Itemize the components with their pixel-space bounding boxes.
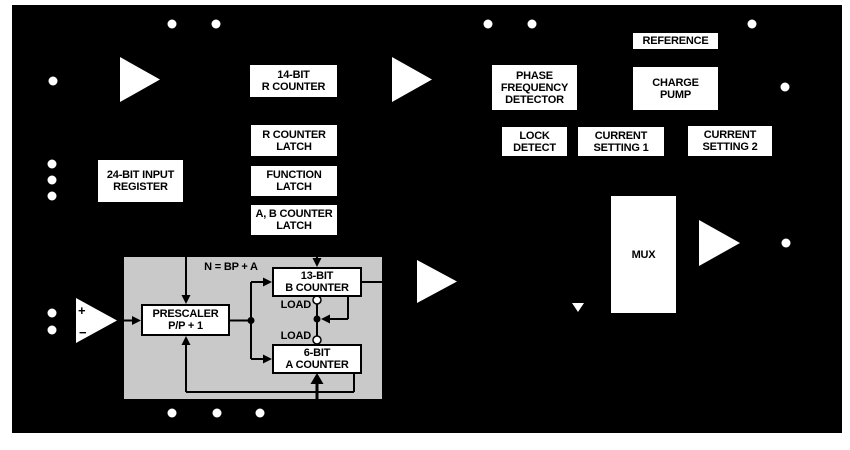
pin-dot (167, 19, 177, 29)
block-6bit-a-counter-label: 6-BIT A COUNTER (285, 347, 349, 371)
amplifier-plus-sign: + (78, 303, 86, 318)
pin-dots (47, 19, 791, 418)
block-13bit-b-counter: 13-BIT B COUNTER (272, 267, 362, 297)
wire-junction-dot (313, 315, 321, 323)
pin-dot (781, 238, 791, 248)
rf-input-amplifier-triangle (76, 298, 117, 343)
pin-dot (47, 308, 57, 318)
pin-dot (747, 19, 757, 29)
module-wires (117, 257, 382, 399)
block-reference-label: REFERENCE (642, 35, 709, 47)
pin-dot (255, 408, 265, 418)
pin-dot (212, 408, 222, 418)
block-current-setting-2: CURRENT SETTING 2 (688, 126, 772, 156)
module-arrowheads (132, 258, 330, 384)
block-mux: MUX (611, 196, 676, 313)
pin-dot (483, 19, 493, 29)
block-function-latch-label: FUNCTION LATCH (266, 169, 322, 193)
block-14bit-r-counter: 14-BIT R COUNTER (250, 65, 337, 97)
block-phase-frequency-detector: PHASE FREQUENCY DETECTOR (492, 65, 577, 110)
pin-dot (47, 191, 57, 201)
pin-dot (527, 19, 537, 29)
block-14bit-r-counter-label: 14-BIT R COUNTER (261, 69, 326, 93)
block-charge-pump: CHARGE PUMP (633, 67, 718, 110)
block-phase-frequency-detector-label: PHASE FREQUENCY DETECTOR (500, 69, 569, 106)
n-formula-label: N = BP + A (204, 261, 258, 273)
block-lock-detect: LOCK DETECT (502, 127, 567, 156)
block-function-latch: FUNCTION LATCH (251, 166, 337, 196)
pin-dot (47, 159, 57, 169)
block-prescaler: PRESCALER P/P + 1 (141, 304, 230, 336)
block-24bit-input-register-label: 24-BIT INPUT REGISTER (106, 169, 175, 193)
block-current-setting-1: CURRENT SETTING 1 (578, 127, 664, 156)
pin-dot (47, 325, 57, 335)
block-charge-pump-label: CHARGE PUMP (652, 76, 699, 101)
pin-dot (780, 82, 790, 92)
block-lock-detect-label: LOCK DETECT (513, 129, 556, 154)
block-prescaler-label: PRESCALER P/P + 1 (152, 308, 219, 332)
r-counter-output-buffer-triangle (392, 57, 432, 102)
pin-dot (167, 408, 177, 418)
load-terminal-circle (312, 335, 322, 345)
pin-dot (47, 175, 57, 185)
block-mux-label: MUX (631, 248, 656, 261)
pin-dot (48, 76, 58, 86)
wire-junction-dot (247, 317, 255, 324)
n-counter-output-buffer-triangle (417, 260, 457, 303)
load-terminal-circle (312, 295, 322, 305)
block-6bit-a-counter: 6-BIT A COUNTER (272, 344, 362, 374)
block-24bit-input-register: 24-BIT INPUT REGISTER (98, 160, 183, 202)
mux-input-arrowhead-icon (572, 303, 584, 312)
block-13bit-b-counter-label: 13-BIT B COUNTER (285, 270, 349, 294)
block-r-counter-latch-label: R COUNTER LATCH (262, 128, 326, 153)
amplifier-minus-sign: − (79, 325, 87, 340)
ref-input-buffer-triangle (120, 57, 160, 102)
block-current-setting-1-label: CURRENT SETTING 1 (593, 129, 649, 154)
pin-dot (211, 19, 221, 29)
muxout-buffer-triangle (699, 220, 740, 266)
block-ab-counter-latch-label: A, B COUNTER LATCH (255, 208, 333, 232)
load-label-bottom: LOAD (280, 330, 312, 342)
block-r-counter-latch: R COUNTER LATCH (251, 125, 337, 156)
block-reference: REFERENCE (633, 33, 718, 49)
load-label-top: LOAD (280, 299, 312, 311)
block-current-setting-2-label: CURRENT SETTING 2 (702, 129, 758, 153)
block-ab-counter-latch: A, B COUNTER LATCH (251, 205, 337, 235)
